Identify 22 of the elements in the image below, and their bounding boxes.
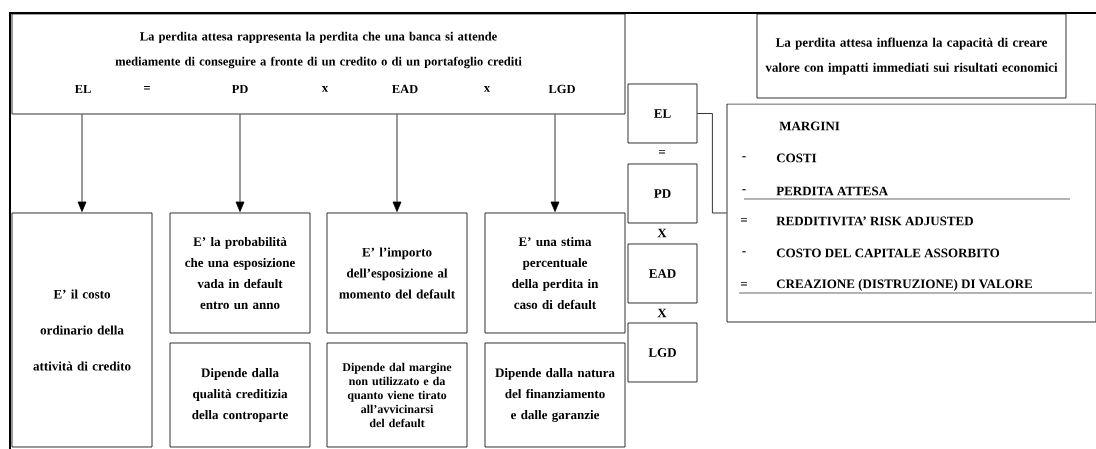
text-box: Dipende dalla qualità creditizia della controparte [169,342,311,448]
arrow [77,114,87,212]
text-box: EL [627,83,698,144]
text-box: PD [627,163,698,224]
operator-symbol: X [657,228,667,238]
text-box: E’ il costo ordinario della attività di credito [11,212,153,448]
text-box: E’ la probabilità che una esposizione vada in default entro un anno [169,212,311,334]
text-box: MARGINI - COSTI - PERDITA ATTESA = REDDITIVITA’ RISK ADJUSTED - COSTO DEL CAPITALE ASSORBITO = CREAZIONE (DISTRUZIONE) DI VALORE [726,103,1096,323]
connector-line [697,113,727,214]
text-box: Dipende dalla natura del finanziamento e dalle garanzie [484,342,626,448]
arrow [392,114,402,212]
arrow [550,114,560,212]
text-box: La perdita attesa influenza la capacità di creare valore con impatti immediati sui risultati economici [756,13,1067,99]
operator-symbol: X [657,308,667,318]
text-box: E’ l’importo dell’esposizione al momento del default [326,212,468,334]
text-box: EAD [627,243,698,304]
operator-symbol: = [658,149,665,154]
text-box: La perdita attesa rappresenta la perdita che una banca si attende mediamente di conseguire a fronte di un credito o di un portafoglio crediti EL = PD x EAD x LGD [11,13,626,115]
text-box: LGD [627,322,698,383]
text-box: E’ una stima percentuale della perdita in caso di default [484,212,626,334]
text-box: Dipende dal margine non utilizzato e da quanto viene tirato all’avvicinarsi del default [326,342,468,448]
arrow [235,114,245,212]
